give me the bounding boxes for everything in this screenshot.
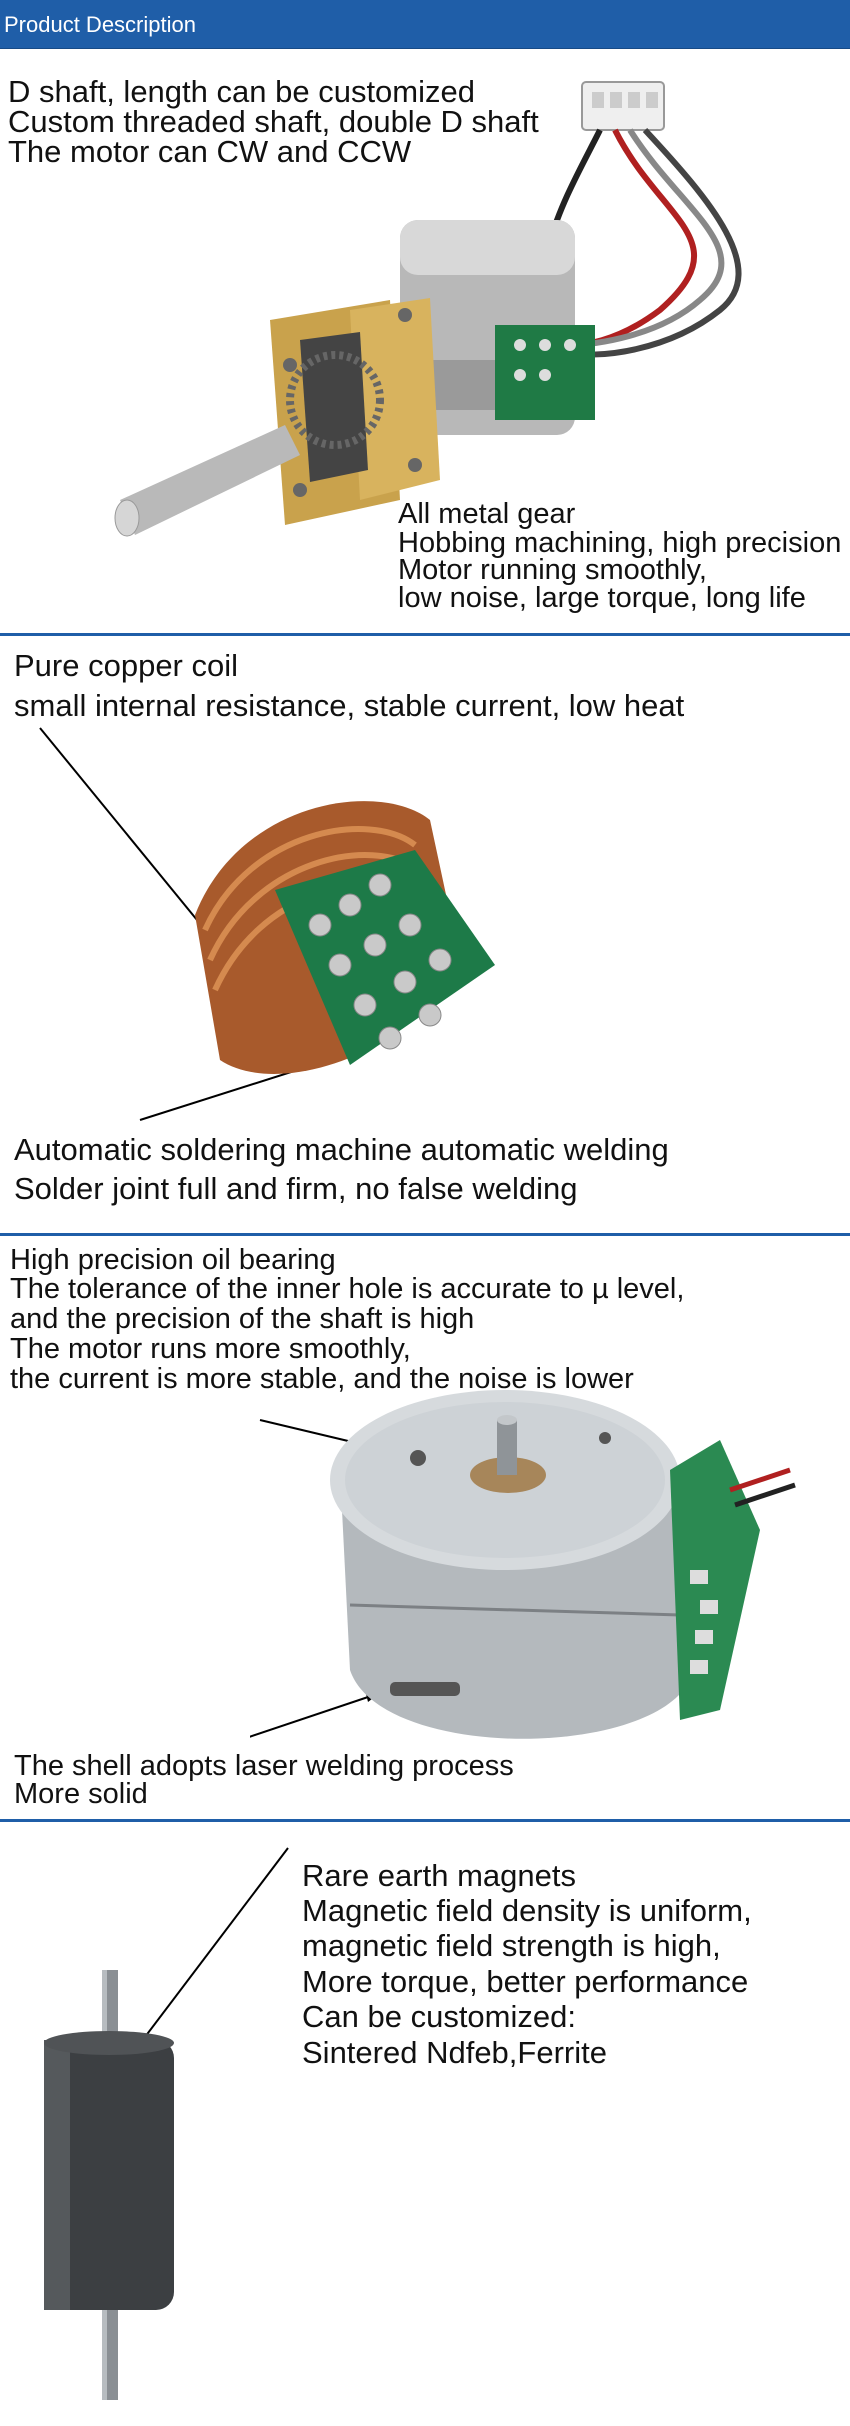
s3-line-4: The motor runs more smoothly, bbox=[10, 1333, 411, 1365]
geared-stepper-motor-image bbox=[114, 81, 742, 537]
s3-line-2: The tolerance of the inner hole is accur… bbox=[10, 1273, 685, 1305]
s2-bottom-line-2: Solder joint full and firm, no false wel… bbox=[14, 1171, 578, 1206]
s4-line-5: Can be customized: bbox=[302, 1999, 576, 2034]
s3-bottom-line-1: The shell adopts laser welding process bbox=[14, 1750, 514, 1782]
section-divider bbox=[0, 1233, 850, 1236]
s1-bottom-line-4: low noise, large torque, long life bbox=[398, 582, 806, 614]
s4-line-1: Rare earth magnets bbox=[302, 1858, 576, 1893]
s4-line-4: More torque, better performance bbox=[302, 1964, 749, 1999]
s1-bottom-line-1: All metal gear bbox=[398, 498, 576, 530]
header-title: Product Description bbox=[4, 12, 196, 37]
s4-line-2: Magnetic field density is uniform, bbox=[302, 1893, 752, 1928]
copper-coil-pcb-image bbox=[39, 727, 495, 1121]
s1-bottom-line-2: Hobbing machining, high precision bbox=[398, 527, 842, 559]
s1-line-3: The motor can CW and CCW bbox=[8, 134, 412, 169]
section-divider bbox=[0, 633, 850, 636]
s3-line-5: the current is more stable, and the nois… bbox=[10, 1363, 634, 1395]
s3-line-3: and the precision of the shaft is high bbox=[10, 1303, 475, 1335]
s1-bottom-line-3: Motor running smoothly, bbox=[398, 554, 707, 586]
s1-line-2: Custom threaded shaft, double D shaft bbox=[8, 104, 539, 139]
s2-bottom-line-1: Automatic soldering machine automatic we… bbox=[14, 1132, 669, 1167]
s3-line-1: High precision oil bearing bbox=[10, 1244, 336, 1276]
s2-line-1: Pure copper coil bbox=[14, 648, 239, 683]
s1-line-1: D shaft, length can be customized bbox=[8, 74, 475, 109]
s2-line-2: small internal resistance, stable curren… bbox=[14, 688, 685, 723]
section-header: Product Description bbox=[0, 0, 850, 49]
s4-line-6: Sintered Ndfeb,Ferrite bbox=[302, 2035, 607, 2070]
section-divider bbox=[0, 1819, 850, 1822]
rare-earth-magnet-image bbox=[44, 1847, 289, 2400]
s4-line-3: magnetic field strength is high, bbox=[302, 1928, 721, 1963]
stepper-motor-can-image bbox=[250, 1390, 796, 1739]
s3-bottom-line-2: More solid bbox=[14, 1778, 148, 1810]
